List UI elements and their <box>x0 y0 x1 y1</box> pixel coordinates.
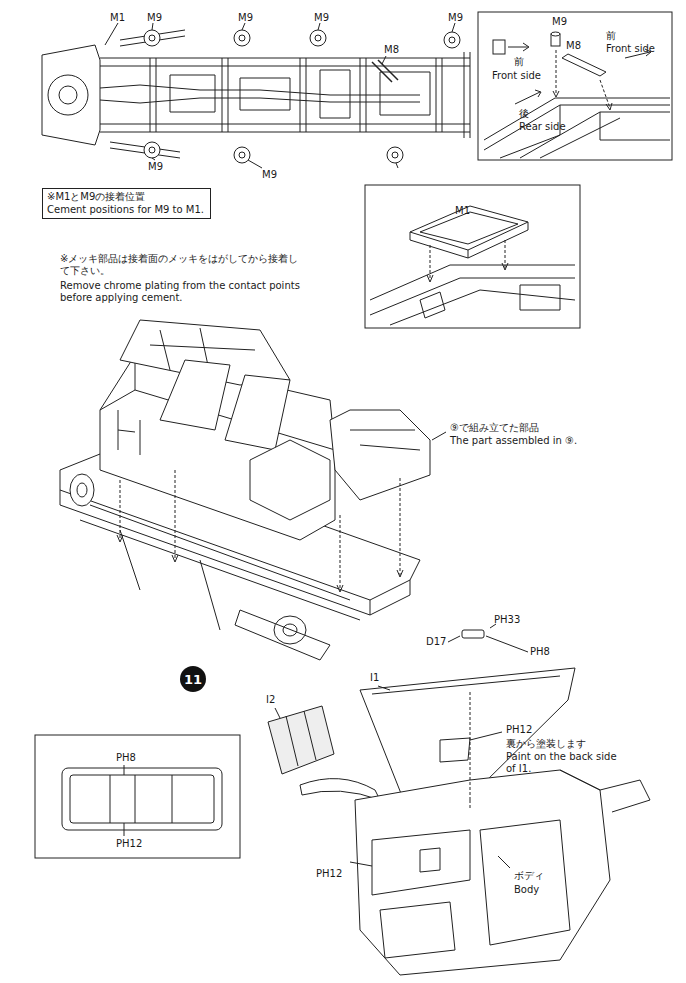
callout-label: Front side <box>492 70 541 82</box>
callout-label: Rear side <box>519 121 566 133</box>
step-number-text: 11 <box>184 672 202 687</box>
inset-m1 <box>365 185 580 328</box>
inset-window-paint <box>35 735 240 858</box>
chassis-interior-assembly <box>60 320 446 660</box>
callout-label: 前 <box>514 56 524 68</box>
callout-label: I2 <box>266 694 275 706</box>
callout-label: M9 <box>238 12 253 24</box>
callout-label: M9 <box>552 16 567 28</box>
callout-label: M1 <box>455 205 470 217</box>
callout-label: 後 <box>519 108 529 120</box>
note-text: ⑨で組み立てた部品 <box>450 422 539 434</box>
inset-front-side <box>478 12 672 160</box>
callout-label: PH12 <box>316 868 342 880</box>
callout-label: M8 <box>566 40 581 52</box>
note-text: Remove chrome plating from the contact p… <box>60 280 305 304</box>
note-text: ※メッキ部品は接着面のメッキをはがしてから接着して下さい。 <box>60 253 305 277</box>
callout-label: D17 <box>426 636 446 648</box>
callout-label: 前 <box>606 30 616 42</box>
callout-label: M9 <box>314 12 329 24</box>
callout-label: M9 <box>148 161 163 173</box>
callout-label: PH8 <box>530 646 550 658</box>
note-text: 裏から塗装します <box>506 738 586 750</box>
callout-label: PH12 <box>116 838 142 850</box>
note-text: The part assembled in ⑨. <box>450 435 577 447</box>
callout-label: ボディ <box>514 870 544 882</box>
note-box: ※M1とM9の接着位置Cement positions for M9 to M1… <box>42 188 211 219</box>
note-line: ※M1とM9の接着位置 <box>47 191 206 204</box>
body-glass-assembly <box>268 624 650 975</box>
note-text: Paint on the back side of I1. <box>506 751 624 775</box>
callout-label: M8 <box>384 44 399 56</box>
callout-label: M9 <box>147 12 162 24</box>
step-number: 11 <box>180 666 206 692</box>
callout-label: PH12 <box>506 724 532 736</box>
callout-label: Front side <box>606 43 655 55</box>
chassis-top-view <box>42 23 470 168</box>
callout-label: M9 <box>448 12 463 24</box>
callout-label: PH33 <box>494 614 520 626</box>
callout-label: I1 <box>370 672 379 684</box>
callout-label: PH8 <box>116 752 136 764</box>
callout-label: M1 <box>110 12 125 24</box>
note-line: Cement positions for M9 to M1. <box>47 204 206 217</box>
callout-label: Body <box>514 884 539 896</box>
callout-label: M9 <box>262 169 277 181</box>
